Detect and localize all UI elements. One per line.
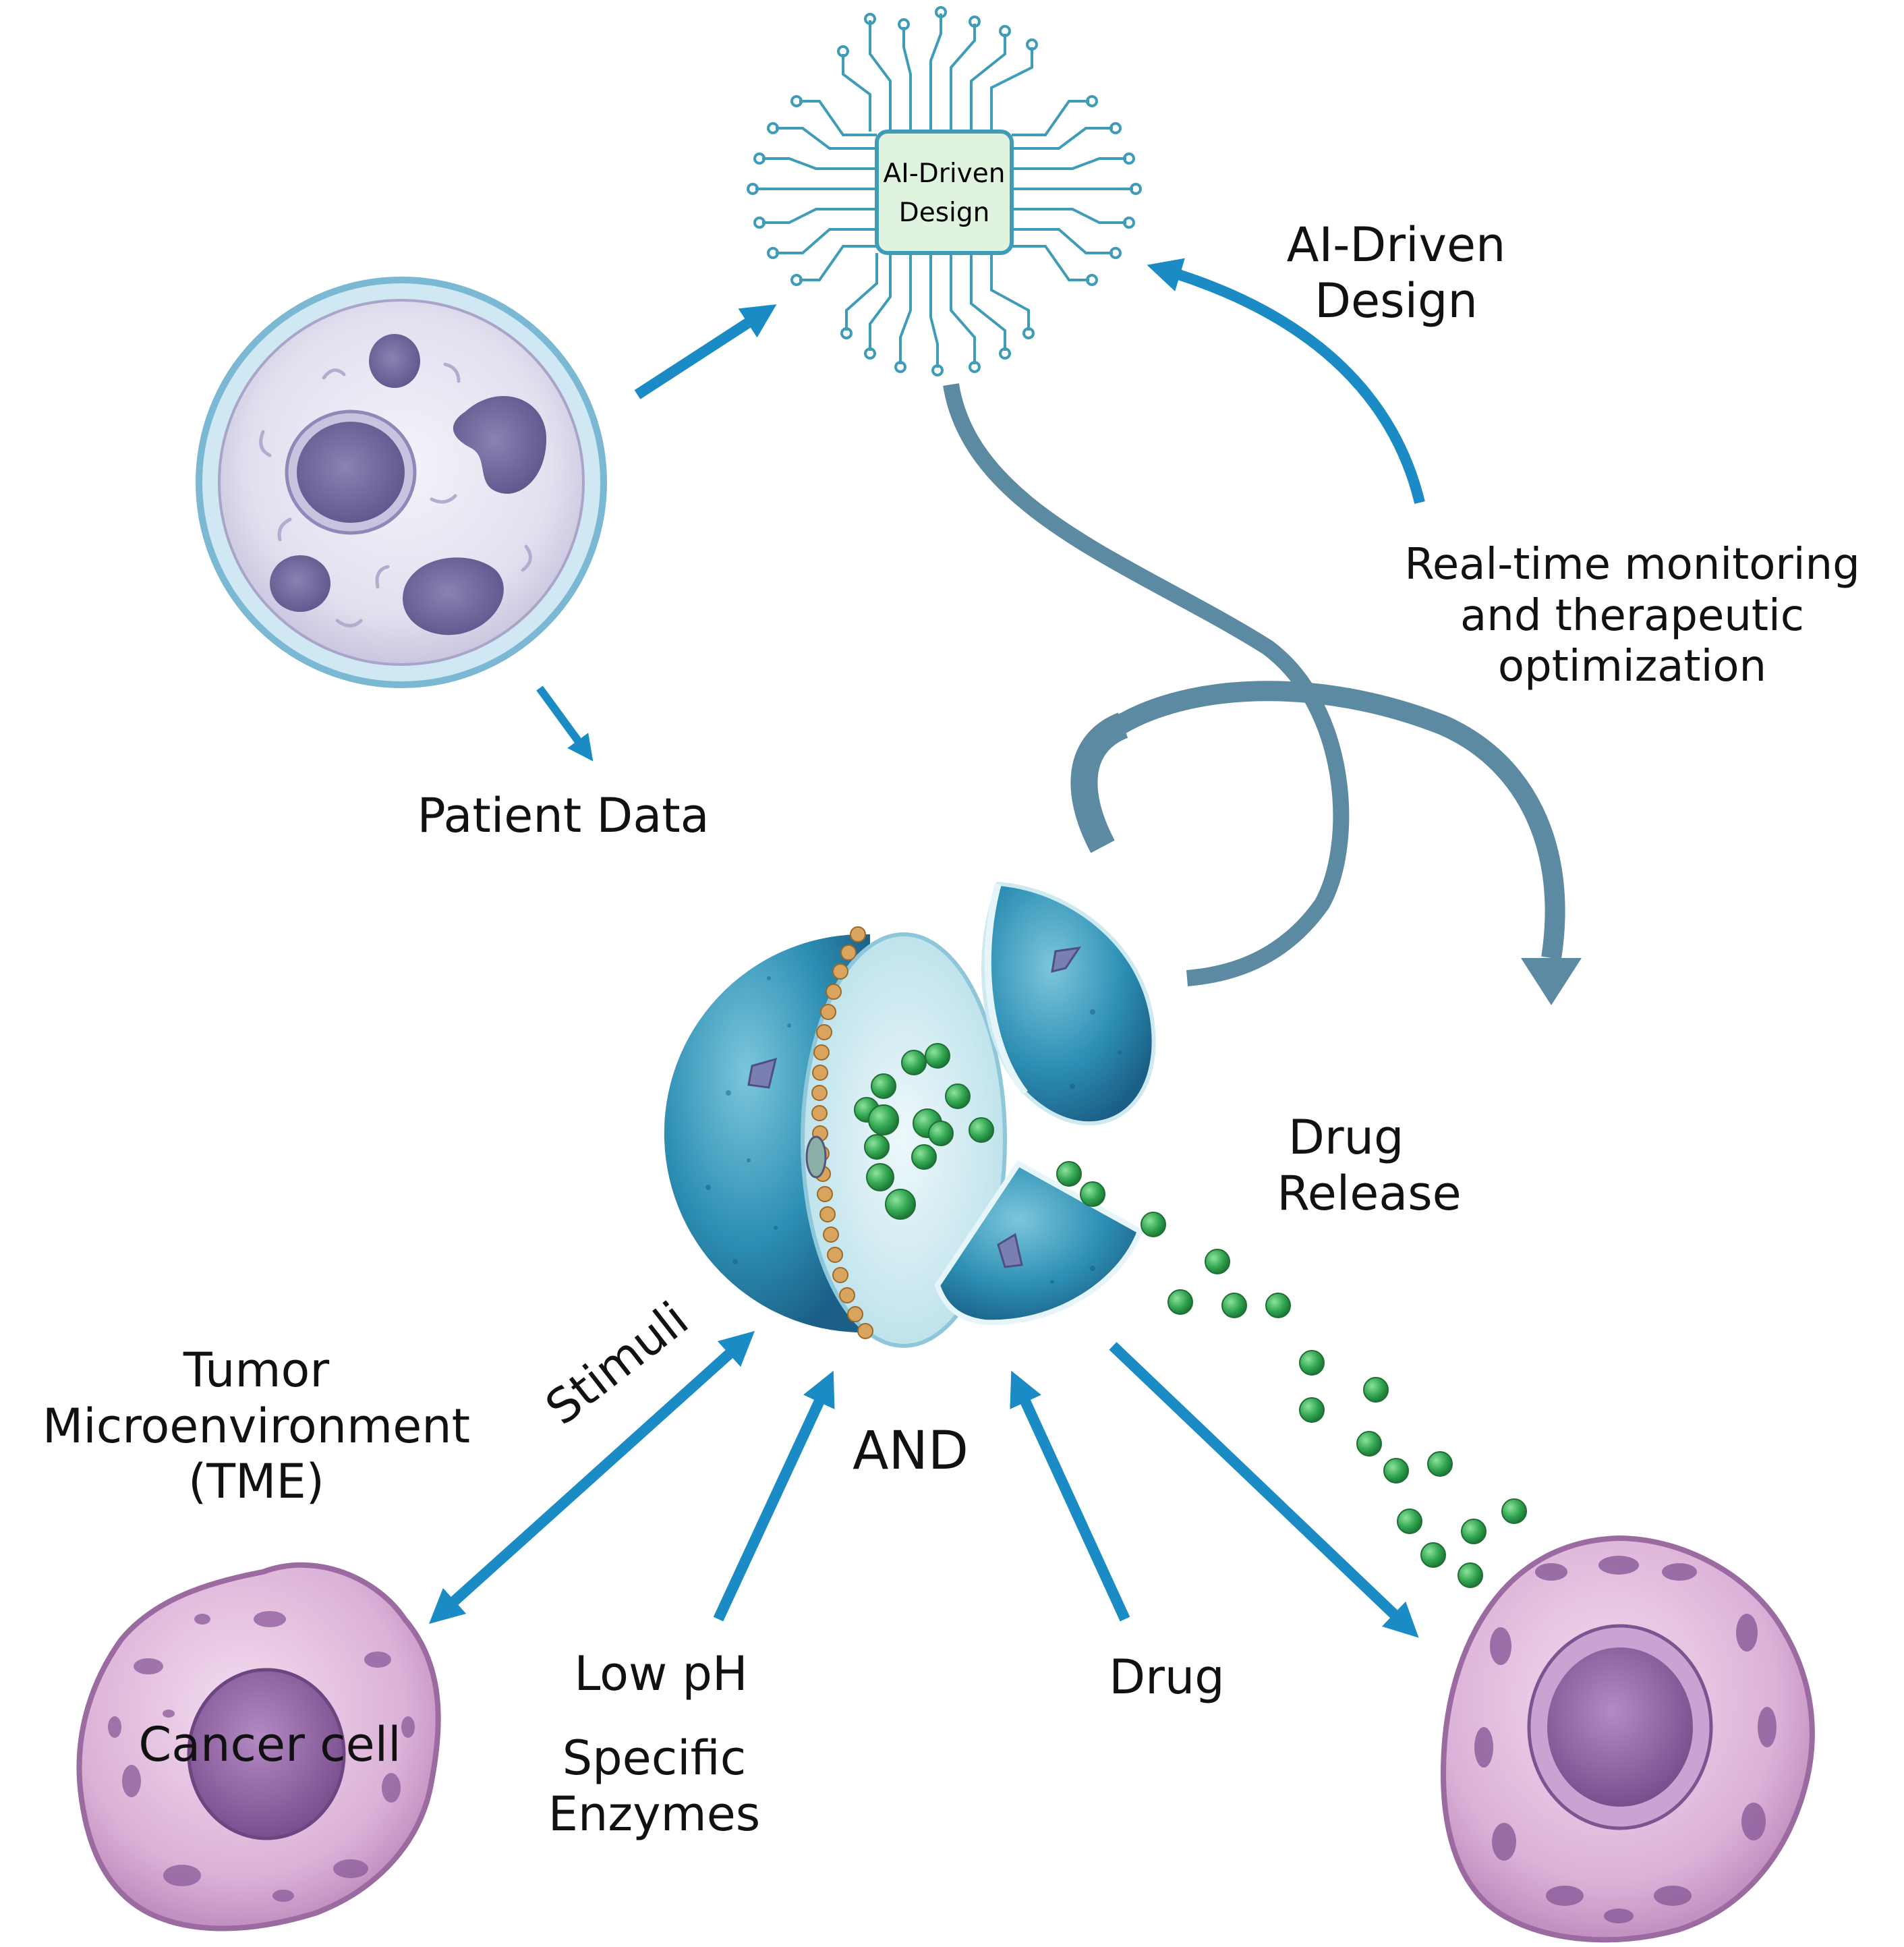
nanoparticle-core (801, 932, 1007, 1348)
label-drug: Drug (1066, 1649, 1268, 1705)
nanoparticle-lid (981, 881, 1156, 1126)
label-drug-release: Drug Release (1187, 1110, 1551, 1221)
label-tme-line2: Microenvironment (42, 1398, 471, 1454)
arrow-drug (1010, 1370, 1130, 1622)
cancer-cell-left (76, 1562, 441, 1931)
arrow-patient-data (536, 685, 594, 762)
chip-label-line1: AI-Driven (884, 159, 1006, 189)
cancer-cell-right (1440, 1535, 1815, 1943)
label-cancer-cell: Cancer cell (108, 1717, 432, 1773)
label-patient-data: Patient Data (361, 788, 766, 844)
label-monitoring: Real-time monitoring and therapeutic opt… (1383, 540, 1882, 693)
flow-arrows (428, 258, 1425, 1638)
nanoparticle (664, 881, 1156, 1348)
arrow-feedback-to-chip (1147, 258, 1425, 504)
label-and-text: AND (853, 1421, 969, 1482)
chip-label-line2: Design (899, 198, 990, 228)
label-monitoring-line1: Real-time monitoring (1404, 540, 1860, 590)
label-ai-driven-design-line1: AI-Driven (1286, 217, 1506, 273)
ribbon-arrowhead (1521, 958, 1582, 1005)
label-low-ph-text: Low pH (574, 1646, 748, 1701)
patient-cell (196, 277, 607, 688)
label-ai-driven-design: AI-Driven Design (1194, 217, 1598, 329)
arrow-stimuli (428, 1330, 755, 1625)
label-tme: Tumor Microenvironment (TME) (13, 1343, 499, 1510)
label-and: AND (809, 1420, 1012, 1482)
label-low-ph: Low pH (526, 1646, 796, 1702)
label-enzymes-line1: Specific (562, 1730, 747, 1786)
arrow-to-ai-design (634, 304, 777, 399)
monitoring-ribbon (943, 383, 1582, 1005)
membrane-channel (805, 1135, 827, 1179)
label-tme-line1: Tumor (183, 1343, 330, 1398)
ai-chip: AI-Driven Design (747, 6, 1142, 376)
label-drug-text: Drug (1109, 1649, 1225, 1705)
chip-body (875, 130, 1014, 255)
label-drug-release-line2: Release (1277, 1165, 1462, 1221)
label-cancer-cell-text: Cancer cell (138, 1717, 401, 1772)
label-ai-driven-design-line2: Design (1315, 273, 1478, 329)
circuit-traces (747, 6, 1142, 376)
label-tme-line3: (TME) (187, 1454, 324, 1510)
label-monitoring-line3: optimization (1497, 642, 1767, 692)
arrow-to-target-cell (1109, 1342, 1419, 1638)
label-specific-enzymes: Specific Enzymes (513, 1730, 796, 1842)
label-drug-release-line1: Drug (1288, 1110, 1404, 1165)
cancer-cell-right-nucleus (1547, 1647, 1693, 1807)
label-monitoring-line2: and therapeutic (1460, 590, 1804, 641)
label-patient-data-text: Patient Data (417, 788, 710, 843)
label-enzymes-line2: Enzymes (548, 1786, 761, 1842)
cancer-cell-left-nucleus (187, 1668, 346, 1840)
arrow-low-ph (713, 1370, 835, 1622)
drug-particles (854, 1043, 1527, 1588)
